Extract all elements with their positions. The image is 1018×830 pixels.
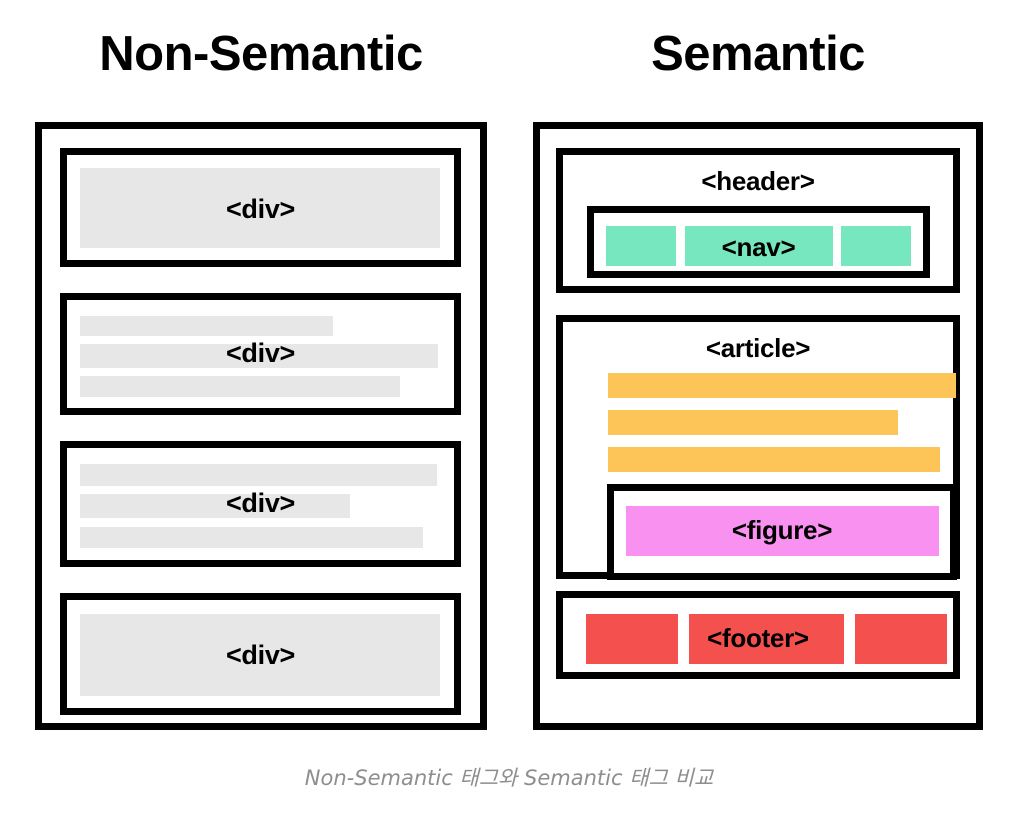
figure-caption: Non-Semantic 태그와 Semantic 태그 비교 — [304, 766, 714, 790]
div-block-1: <div> — [60, 148, 461, 267]
placeholder-bar — [80, 527, 423, 548]
placeholder-bar — [80, 376, 400, 397]
nav-block-label: <nav> — [721, 232, 796, 262]
figure-block-label: <figure> — [731, 515, 833, 545]
placeholder-bar — [80, 494, 350, 518]
article-block: <article> <figure> — [556, 315, 960, 580]
placeholder-bar — [80, 316, 333, 336]
nav-chip-2 — [685, 226, 833, 266]
placeholder-bar — [80, 168, 440, 248]
div-block-4-label: <div> — [225, 640, 296, 670]
div-block-2: <div> — [60, 293, 461, 415]
header-block: <header> <nav> — [556, 148, 960, 293]
div-block-1-label: <div> — [225, 194, 296, 224]
div-block-3-label: <div> — [225, 488, 296, 518]
header-block-label: <header> — [701, 166, 815, 196]
heading-semantic: Semantic — [651, 27, 865, 81]
panel-non-semantic: <div> <div> <div> <div> — [35, 122, 487, 730]
placeholder-bar — [80, 344, 438, 368]
article-text-bar-3 — [608, 447, 940, 472]
article-block-label: <article> — [705, 333, 811, 363]
panel-semantic: <header> <nav> <article> <figure> — [533, 122, 983, 730]
figure-block: <figure> — [607, 484, 957, 580]
placeholder-bar — [80, 464, 437, 486]
nav-chip-1 — [606, 226, 676, 266]
article-text-bar-1 — [608, 373, 956, 398]
footer-block-label: <footer> — [707, 623, 809, 653]
div-block-2-label: <div> — [225, 338, 296, 368]
div-block-4: <div> — [60, 593, 461, 715]
div-block-3: <div> — [60, 441, 461, 567]
footer-chip-1 — [586, 614, 678, 664]
nav-block: <nav> — [587, 206, 930, 278]
footer-chip-2 — [689, 614, 844, 664]
nav-chip-3 — [841, 226, 911, 266]
footer-chip-3 — [855, 614, 947, 664]
footer-block: <footer> — [556, 591, 960, 679]
placeholder-bar — [80, 614, 440, 696]
article-text-bar-2 — [608, 410, 898, 435]
heading-non-semantic: Non-Semantic — [99, 27, 423, 81]
figure-image-placeholder — [626, 506, 939, 556]
